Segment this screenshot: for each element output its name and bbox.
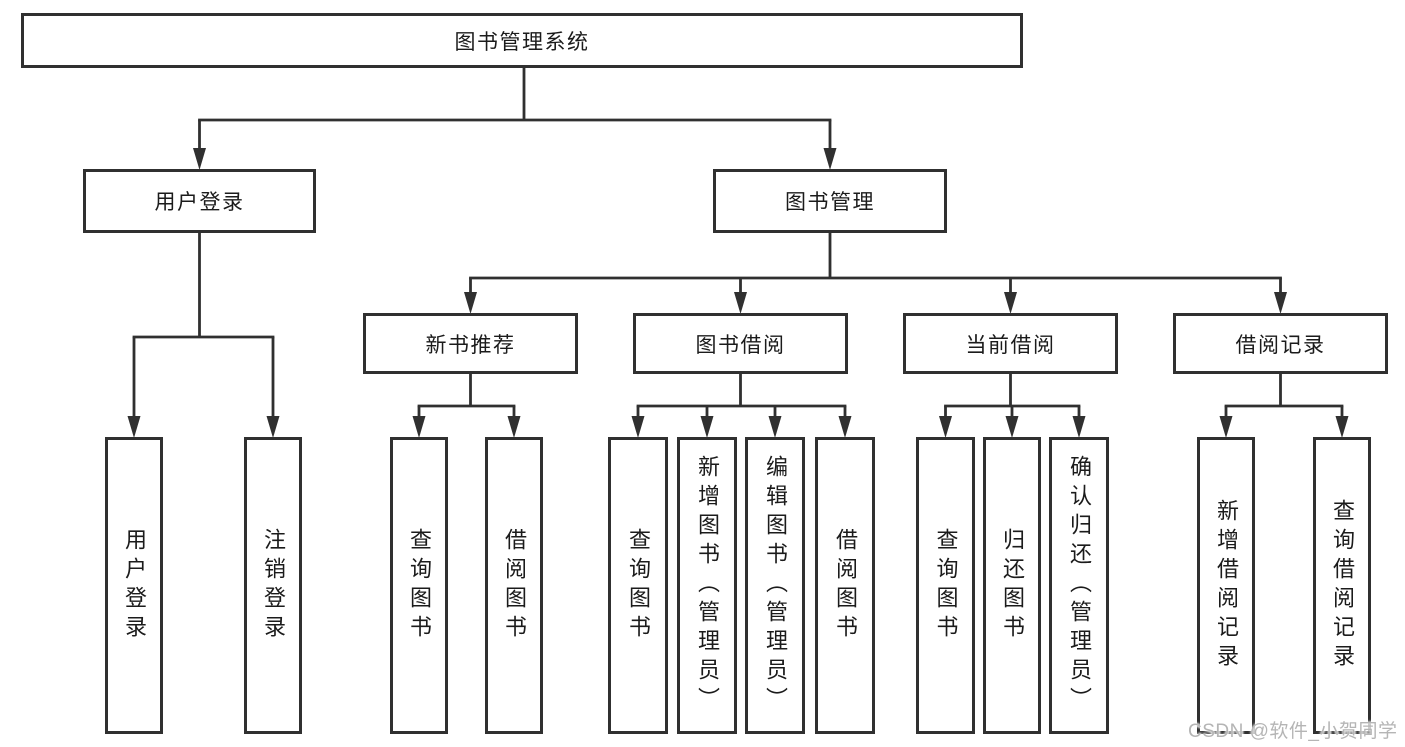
arrowhead-icon xyxy=(127,416,141,438)
arrowhead-icon xyxy=(823,148,837,170)
arrowhead-icon xyxy=(939,416,952,438)
node-book-borrow: 图书借阅 xyxy=(633,313,848,374)
node-cb-return-books: 归还图书 xyxy=(983,437,1041,734)
node-bb-borrow-books: 借阅图书 xyxy=(815,437,875,734)
arrowhead-icon xyxy=(193,148,206,170)
node-br-query-record: 查询借阅记录 xyxy=(1313,437,1371,734)
arrowhead-icon xyxy=(1004,292,1017,314)
arrowhead-icon xyxy=(1274,292,1287,314)
arrowhead-icon xyxy=(1072,416,1086,438)
arrowhead-icon xyxy=(768,416,782,438)
arrowhead-icon xyxy=(507,416,521,438)
node-new-book-rec: 新书推荐 xyxy=(363,313,578,374)
arrowhead-icon xyxy=(631,416,645,438)
node-cb-confirm-return: 确认归还（管理员） xyxy=(1049,437,1109,734)
node-cb-query-books: 查询图书 xyxy=(916,437,975,734)
node-rec-query-books: 查询图书 xyxy=(390,437,448,734)
node-borrow-records: 借阅记录 xyxy=(1173,313,1388,374)
arrowhead-icon xyxy=(734,292,747,314)
node-rec-borrow-books: 借阅图书 xyxy=(485,437,543,734)
node-bb-add-books: 新增图书（管理员） xyxy=(677,437,737,734)
arrowhead-icon xyxy=(1219,416,1233,438)
node-user-login-op: 用户登录 xyxy=(105,437,163,734)
node-logout-op: 注销登录 xyxy=(244,437,302,734)
node-br-add-record: 新增借阅记录 xyxy=(1197,437,1255,734)
node-bb-edit-books: 编辑图书（管理员） xyxy=(745,437,805,734)
arrowhead-icon xyxy=(464,292,477,314)
node-user-login: 用户登录 xyxy=(83,169,316,233)
node-root: 图书管理系统 xyxy=(21,13,1023,68)
arrowhead-icon xyxy=(1005,416,1019,438)
node-bb-query-books: 查询图书 xyxy=(608,437,668,734)
arrowhead-icon xyxy=(412,416,426,438)
watermark: CSDN @软件_小贺同学 xyxy=(1188,721,1398,742)
arrowhead-icon xyxy=(700,416,714,438)
node-book-mgmt: 图书管理 xyxy=(713,169,947,233)
arrowhead-icon xyxy=(1335,416,1349,438)
arrowhead-icon xyxy=(266,416,280,438)
arrowhead-icon xyxy=(838,416,852,438)
node-current-borrow: 当前借阅 xyxy=(903,313,1118,374)
